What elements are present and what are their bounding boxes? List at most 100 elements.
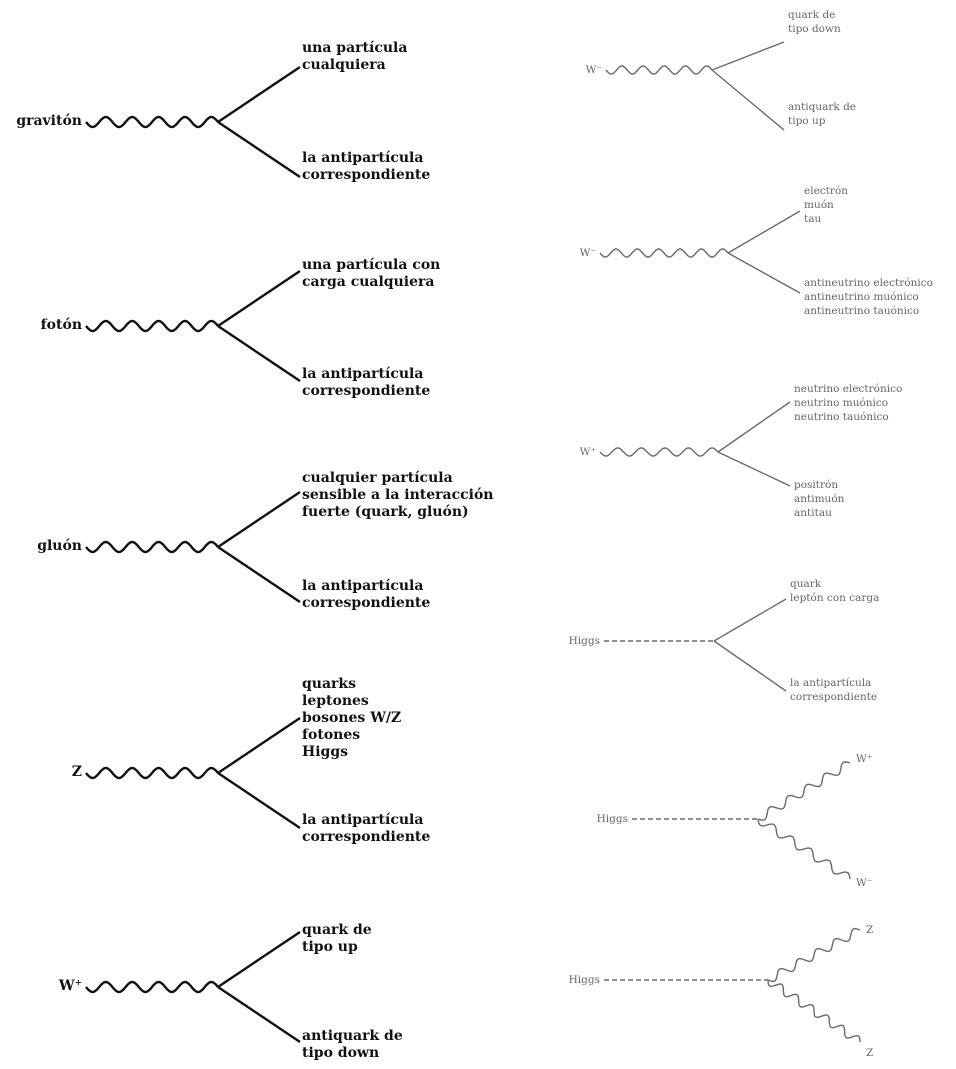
boson-propagator <box>85 980 219 994</box>
upper-product-label: Z <box>866 923 873 937</box>
lower-product-label-line: correspondiente <box>790 691 878 703</box>
boson-label: Z <box>71 764 82 781</box>
boson-propagator <box>85 319 219 333</box>
boson-propagator <box>85 540 219 554</box>
upper-product-label-line: quark de <box>302 922 372 938</box>
antiparticle-line <box>217 546 301 603</box>
lower-product-label-line: antitau <box>794 507 832 519</box>
upper-product-label: W⁺ <box>856 752 872 766</box>
boson-propagator <box>85 766 219 780</box>
boson-label: W⁺ <box>579 446 596 459</box>
lower-product-label: Z <box>866 1046 873 1060</box>
boson-label: Higgs <box>568 635 600 648</box>
boson-line <box>767 979 861 1043</box>
upper-product-label-line: Z <box>866 924 874 936</box>
upper-product-label-line: leptones <box>302 693 369 709</box>
lower-product-label-line: positrón <box>794 479 839 491</box>
lower-product-label-line: antineutrino tauónico <box>804 305 920 317</box>
boson-line <box>757 761 851 821</box>
upper-product-label: quark de tipo down <box>788 8 841 36</box>
upper-product-label-line: muón <box>804 199 834 211</box>
upper-product-label-line: tipo down <box>788 23 841 35</box>
upper-product-label-line: neutrino electrónico <box>794 383 903 395</box>
lower-product-label-line: Z <box>866 1047 874 1059</box>
boson-line <box>757 818 851 880</box>
lower-product-label-line: tipo down <box>302 1045 380 1061</box>
antiparticle-line <box>217 986 301 1043</box>
upper-product-label-line: electrón <box>804 185 848 197</box>
particle-line <box>717 401 791 453</box>
lower-product-label-line: la antipartícula <box>302 812 424 828</box>
particle-line <box>217 66 301 123</box>
boson-label: Higgs <box>568 974 600 987</box>
particle-line <box>711 41 785 71</box>
lower-product-label-line: antineutrino electrónico <box>804 277 933 289</box>
lower-product-label-line: antiquark de <box>788 101 856 113</box>
lower-product-label-line: tipo up <box>788 115 826 127</box>
upper-product-label-line: cualquier partícula <box>302 470 453 486</box>
lower-product-label: antineutrino electrónico antineutrino muó… <box>804 276 933 318</box>
upper-product-label-line: neutrino muónico <box>794 397 889 409</box>
boson-label: gluón <box>37 538 82 555</box>
upper-product-label-line: quarks <box>302 676 356 692</box>
lower-product-label-line: la antipartícula <box>302 578 424 594</box>
upper-product-label-line: Higgs <box>302 744 349 760</box>
upper-product-label: neutrino electrónico neutrino muónico neut… <box>794 382 902 424</box>
antiparticle-line <box>717 451 791 487</box>
upper-product-label-line: leptón con carga <box>790 592 880 604</box>
antiparticle-line <box>713 640 787 692</box>
upper-product-label-line: una partícula <box>302 40 408 56</box>
boson-propagator <box>599 447 719 457</box>
lower-product-label: antiquark de tipo up <box>788 100 856 128</box>
upper-product-label-line: quark <box>790 578 822 590</box>
upper-product-label-line: carga cualquiera <box>302 274 435 290</box>
upper-product-label-line: quark de <box>788 9 836 21</box>
upper-product-label: electrón muón tau <box>804 184 848 226</box>
boson-label: W⁻ <box>579 247 596 260</box>
particle-line <box>217 491 301 548</box>
lower-product-label-line: la antipartícula <box>302 366 424 382</box>
lower-product-label: la antipartícula correspondiente <box>790 676 877 704</box>
boson-line <box>767 927 861 983</box>
lower-product-label-line: la antipartícula <box>790 677 872 689</box>
upper-product-label: quark leptón con carga <box>790 577 879 605</box>
boson-label: gravitón <box>16 113 82 130</box>
lower-product-label-line: correspondiente <box>302 167 431 183</box>
boson-label: fotón <box>40 317 82 334</box>
particle-line <box>217 931 301 988</box>
boson-propagator <box>85 115 219 129</box>
upper-product-label-line: tau <box>804 213 822 225</box>
antiparticle-line <box>727 252 801 294</box>
lower-product-label: positrón antimuón antitau <box>794 478 844 520</box>
particle-line <box>727 210 801 254</box>
boson-label: W⁺ <box>58 978 82 995</box>
lower-product-label-line: correspondiente <box>302 595 431 611</box>
lower-product-label-line: correspondiente <box>302 829 431 845</box>
lower-product-label-line: antimuón <box>794 493 845 505</box>
lower-product-label-line: W⁻ <box>856 877 873 889</box>
lower-product-label-line: antiquark de <box>302 1028 403 1044</box>
upper-product-label-line: tipo up <box>302 939 358 955</box>
boson-propagator <box>605 65 713 75</box>
lower-product-label-line: antineutrino muónico <box>804 291 919 303</box>
antiparticle-line <box>217 772 301 829</box>
boson-label: W⁻ <box>585 64 602 77</box>
upper-product-label-line: neutrino tauónico <box>794 411 889 423</box>
upper-product-label-line: bosones W/Z <box>302 710 402 726</box>
upper-product-label-line: sensible a la interacción <box>302 487 494 503</box>
particle-line <box>217 717 301 774</box>
lower-product-label-line: la antipartícula <box>302 150 424 166</box>
particle-line <box>713 598 787 642</box>
upper-product-label-line: fuerte (quark, gluón) <box>302 504 469 520</box>
antiparticle-line <box>711 69 785 131</box>
lower-product-label-line: correspondiente <box>302 383 431 399</box>
